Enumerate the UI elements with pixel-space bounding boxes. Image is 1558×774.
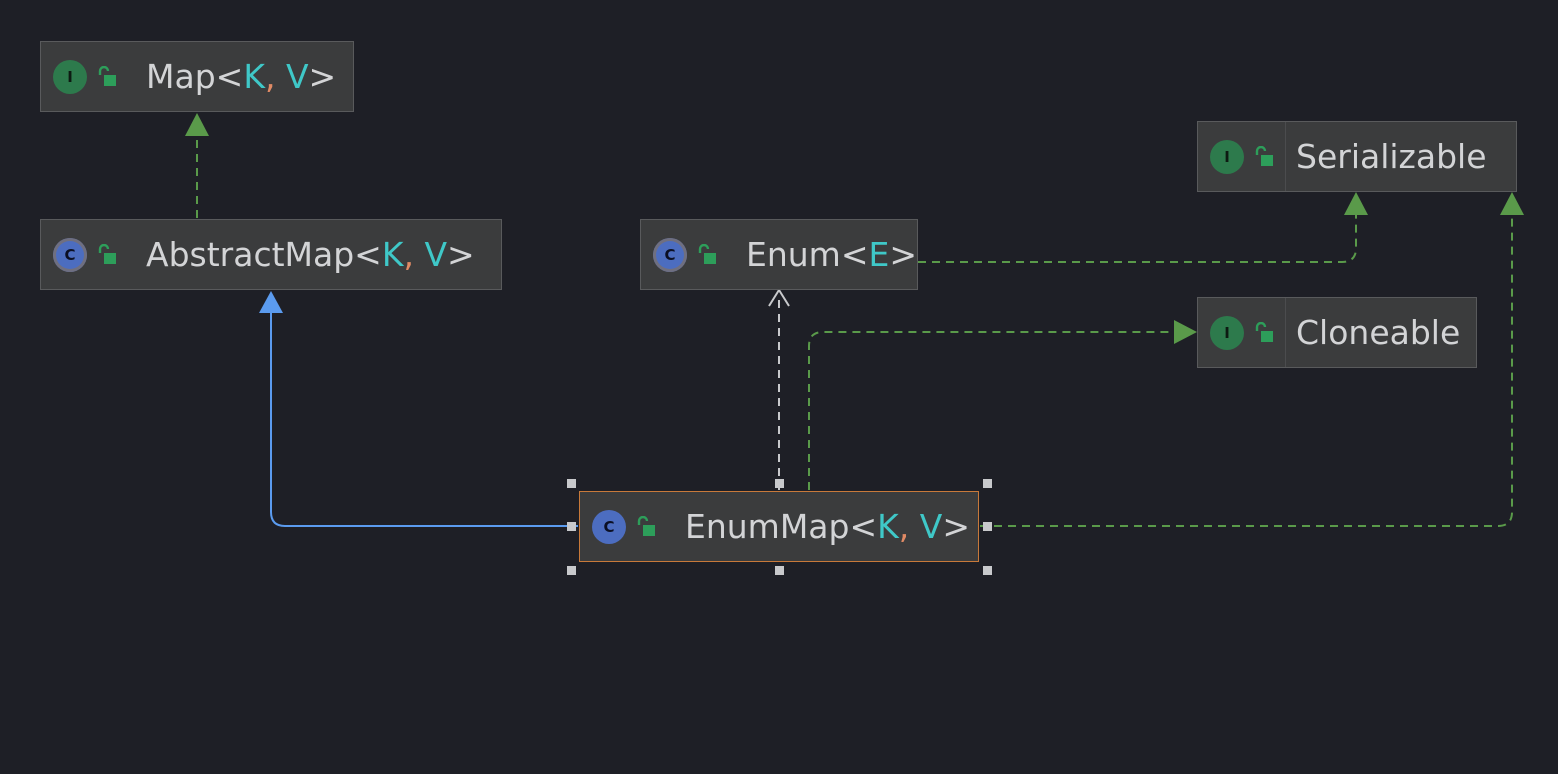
lock-open-icon xyxy=(698,243,716,264)
lock-open-icon xyxy=(98,65,116,86)
selection-handle-bottom-right[interactable] xyxy=(983,566,992,575)
node-label: Map<K, V> xyxy=(146,57,337,96)
abstract-class-icon: C xyxy=(653,237,687,272)
class-icon: C xyxy=(592,509,626,544)
edge-enum-implements-serializable[interactable] xyxy=(918,214,1357,263)
node-abstract-map[interactable]: C AbstractMap<K, V> xyxy=(40,219,502,290)
selection-handle-top-left[interactable] xyxy=(567,479,576,488)
node-label: Serializable xyxy=(1296,137,1487,176)
node-label: EnumMap<K, V> xyxy=(685,507,970,546)
arrowhead-abstractmap xyxy=(259,291,283,313)
interface-icon: I xyxy=(53,59,87,94)
lock-open-icon xyxy=(1255,145,1273,166)
node-serializable[interactable]: I Serializable xyxy=(1197,121,1517,192)
selection-handle-top-center[interactable] xyxy=(775,479,784,488)
edge-enummap-extends-abstractmap[interactable] xyxy=(270,312,578,527)
node-divider xyxy=(1285,122,1286,191)
node-label: Enum<E> xyxy=(746,235,917,274)
lock-open-icon xyxy=(1255,321,1273,342)
abstract-class-icon: C xyxy=(53,237,87,272)
arrowhead-cloneable xyxy=(1174,320,1197,344)
edge-enummap-implements-cloneable[interactable] xyxy=(808,331,1175,490)
selection-handle-bottom-left[interactable] xyxy=(567,566,576,575)
selection-handle-bottom-center[interactable] xyxy=(775,566,784,575)
arrowhead-enum xyxy=(768,288,790,307)
node-label: Cloneable xyxy=(1296,313,1461,352)
selection-handle-middle-left[interactable] xyxy=(567,522,576,531)
lock-open-icon xyxy=(637,515,655,536)
selection-handle-top-right[interactable] xyxy=(983,479,992,488)
arrowhead-map xyxy=(185,113,209,136)
node-enum[interactable]: C Enum<E> xyxy=(640,219,918,290)
arrowhead-serializable-left xyxy=(1344,192,1368,215)
selection-handle-middle-right[interactable] xyxy=(983,522,992,531)
interface-icon: I xyxy=(1210,315,1244,350)
node-cloneable[interactable]: I Cloneable xyxy=(1197,297,1477,368)
node-enum-map[interactable]: C EnumMap<K, V> xyxy=(579,491,979,562)
edge-enummap-implements-serializable[interactable] xyxy=(980,214,1513,527)
arrowhead-serializable-right xyxy=(1500,192,1524,215)
node-divider xyxy=(1285,298,1286,367)
interface-icon: I xyxy=(1210,139,1244,174)
node-label: AbstractMap<K, V> xyxy=(146,235,475,274)
lock-open-icon xyxy=(98,243,116,264)
node-map[interactable]: I Map<K, V> xyxy=(40,41,354,112)
